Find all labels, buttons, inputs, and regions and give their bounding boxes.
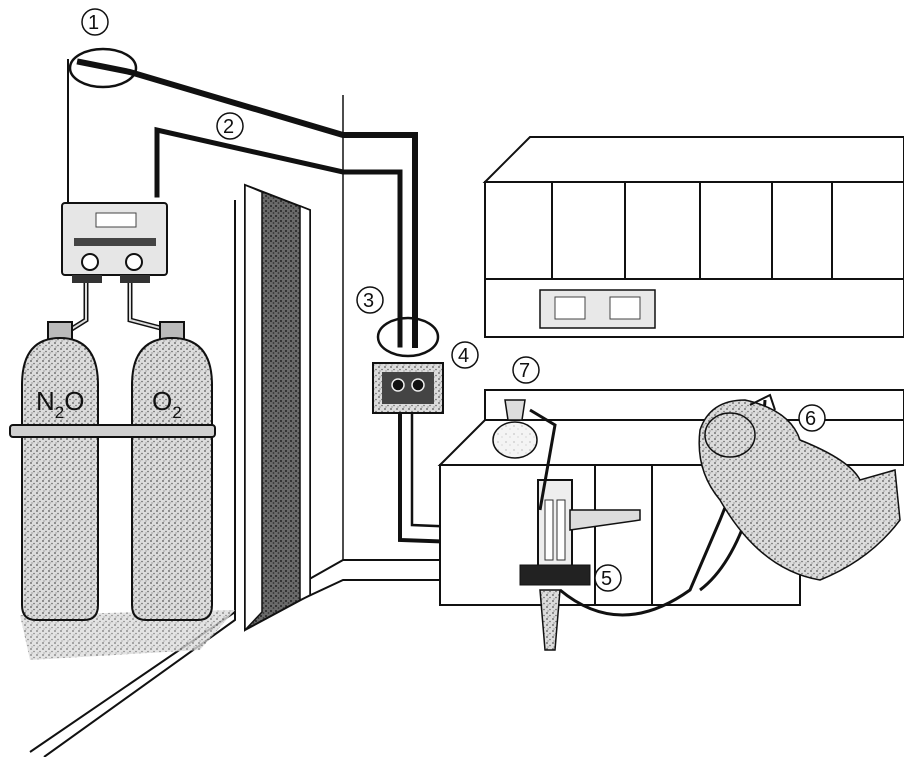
callout-1: 1 — [81, 8, 109, 36]
callout-3: 3 — [356, 286, 384, 314]
floor-shadow — [20, 610, 235, 660]
nitrous-oxide-label: N2O — [36, 386, 84, 422]
doorway — [244, 183, 311, 632]
callout-2: 2 — [216, 112, 244, 140]
callout-7: 7 — [512, 356, 540, 384]
oxygen-label: O2 — [152, 386, 182, 422]
patient — [698, 393, 901, 581]
upper-wall-outlet — [539, 289, 656, 329]
callout-3-highlight — [376, 316, 440, 358]
callout-4-number: 4 — [458, 345, 469, 367]
oxygen-tank — [131, 321, 213, 621]
callout-6: 6 — [798, 404, 826, 432]
tank-strap — [9, 424, 216, 438]
callout-1-number: 1 — [88, 12, 99, 34]
nitrous-oxide-tank — [21, 321, 99, 621]
callout-3-number: 3 — [363, 290, 374, 312]
callout-5: 5 — [594, 564, 622, 592]
callout-6-number: 6 — [805, 408, 816, 430]
callout-4: 4 — [451, 341, 479, 369]
tank-hoses — [68, 283, 169, 333]
callout-7-number: 7 — [519, 360, 530, 382]
callout-1-highlight — [68, 47, 138, 89]
upper-cabinets — [482, 136, 904, 338]
manifold-panel — [61, 202, 168, 283]
flowmeter-unit — [519, 479, 641, 651]
reservoir-bag-with-mask — [492, 399, 538, 459]
callout-5-number: 5 — [601, 568, 612, 590]
wall-outlet-plate — [372, 362, 444, 414]
callout-2-number: 2 — [223, 116, 234, 138]
